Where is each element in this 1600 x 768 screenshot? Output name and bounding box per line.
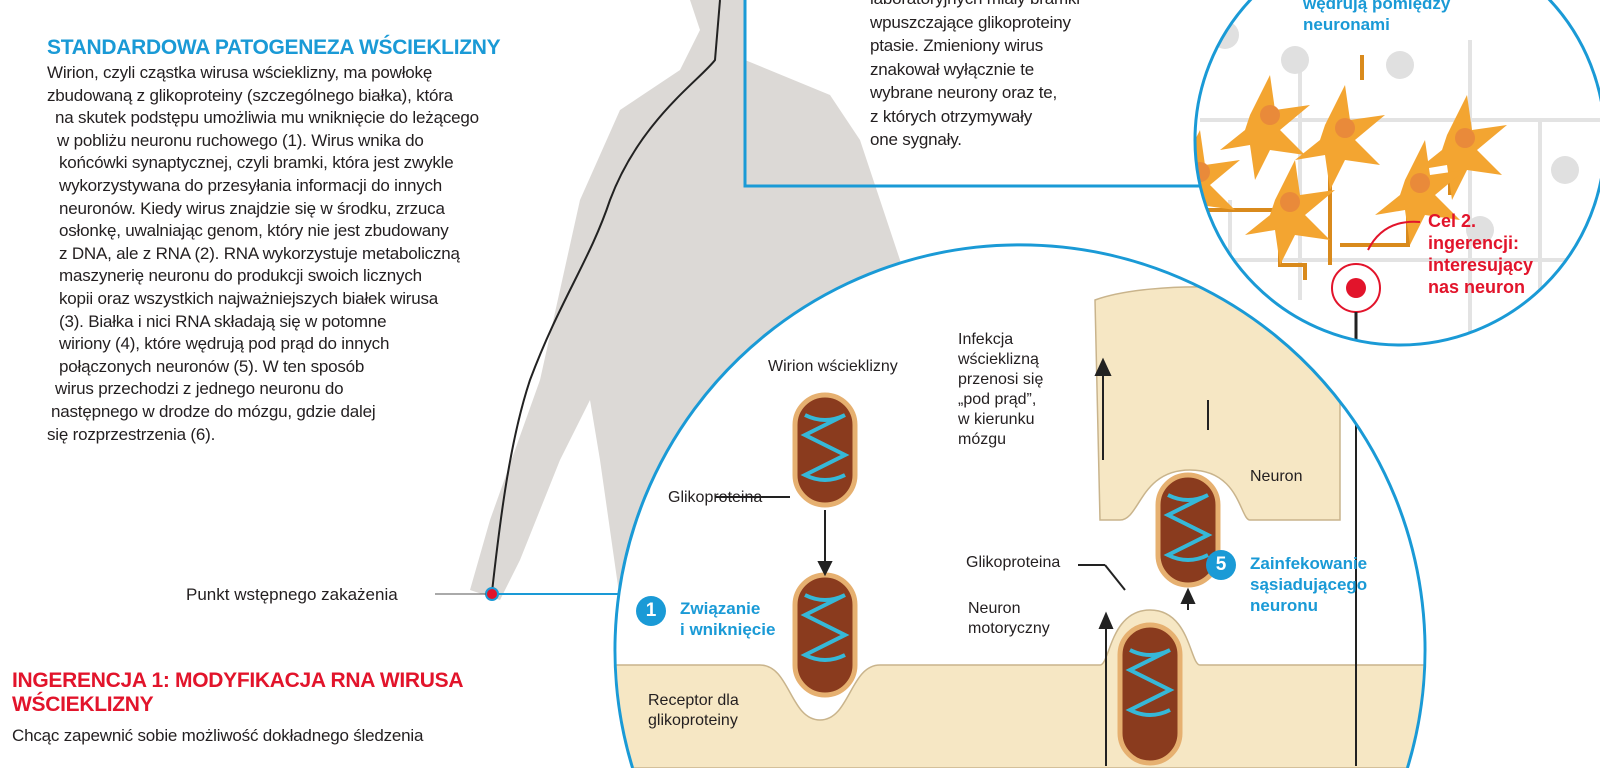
text-line: na skutek podstępu umożliwia mu wniknięc… — [55, 108, 479, 128]
text-line: one sygnały. — [870, 130, 962, 149]
target-neuron — [1346, 278, 1366, 298]
text-line: interesujący — [1428, 255, 1534, 275]
top-box-text: laboratoryjnych miały bramki wpuszczając… — [870, 0, 1080, 152]
text-line: Cel 2. — [1428, 211, 1477, 231]
text-line: osłonkę, uwalniając genom, który nie jes… — [59, 221, 449, 241]
text-line: sąsiadującego — [1250, 575, 1368, 594]
human-silhouette — [470, 0, 960, 640]
text-line: wędrują pomiędzy — [1303, 0, 1451, 13]
text-line: wykorzystywana do przesyłania informacji… — [59, 175, 443, 195]
glikoproteina-left-label: Glikoproteina — [668, 489, 763, 506]
text-line: neuronami — [1303, 15, 1390, 34]
text-line: następnego w drodze do mózgu, gdzie dale… — [51, 401, 376, 421]
text-line: wścieklizną — [958, 351, 1039, 368]
nerve-path — [491, 0, 721, 593]
text-line: ingerencji: — [1428, 233, 1520, 253]
virion-1 — [792, 392, 858, 508]
text-line: wpuszczające glikoproteiny — [870, 12, 1071, 32]
text-line: neuronu — [1250, 596, 1318, 615]
text-line: w kierunku — [958, 411, 1035, 428]
text-line: i wniknięcie — [680, 620, 776, 639]
text-line: przenosi się — [958, 371, 1044, 388]
step-5-badge: 5 — [1206, 550, 1236, 580]
top-circle-title: wędrują pomiędzy neuronami — [1303, 0, 1450, 35]
text-line: „pod prąd”, — [958, 391, 1037, 408]
virion-4 — [1155, 472, 1221, 588]
text-line: w pobliżu neuronu ruchowego (1). Wirus w… — [57, 130, 424, 150]
text-line: się rozprzestrzenia (6). — [47, 424, 216, 444]
target-neuron-label: Cel 2. ingerencji: interesujący nas neur… — [1428, 210, 1533, 298]
text-line: z których otrzymywały — [870, 106, 1033, 126]
text-line: kopii oraz wszystkich najważniejszych bi… — [59, 288, 439, 308]
text-line: ptasie. Zmieniony wirus — [870, 36, 1044, 55]
text-line: Związanie — [680, 599, 761, 618]
infection-point-marker — [485, 587, 499, 601]
motor-neuron-label: Neuron motoryczny — [968, 599, 1050, 639]
virion-3 — [1117, 622, 1183, 766]
neuron-label: Neuron — [1250, 468, 1303, 485]
text-line: wybrane neurony oraz te, — [870, 83, 1058, 102]
motor-neuron-membrane — [615, 609, 1426, 768]
text-line: końcówki synaptycznej, czyli bramki, któ… — [59, 153, 454, 173]
text-line: laboratoryjnych miały bramki — [870, 0, 1080, 11]
text-line: Zainfekowanie — [1250, 554, 1368, 573]
standard-heading: STANDARDOWA PATOGENEZA WŚCIEKLIZNY — [47, 36, 501, 59]
text-line: nas neuron — [1428, 277, 1526, 297]
standard-body: Wirion, czyli cząstka wirusa wścieklizny… — [47, 62, 479, 446]
text-line: wiriony (4), które wędrują pod prąd do i… — [59, 334, 390, 354]
text-line: połączonych neuronów (5). W ten sposób — [59, 356, 365, 376]
infection-direction-label: Infekcja wścieklizną przenosi się „pod p… — [958, 330, 1043, 450]
text-line: (3). Białka i nici RNA składają się w po… — [59, 311, 387, 331]
intervention1-body: Chcąc zapewnić sobie możliwość dokładneg… — [12, 726, 424, 745]
text-line: neuronów. Kiedy wirus znajdzie się w śro… — [59, 198, 445, 218]
virion-2 — [792, 572, 858, 698]
receptor-label: Receptor dla glikoproteiny — [648, 691, 739, 731]
text-line: zbudowaną z glikoproteiny (szczególnego … — [47, 85, 453, 105]
detail-zoom-circle — [613, 243, 1427, 768]
wirion-label: Wirion wścieklizny — [768, 358, 898, 375]
text-line: motoryczny — [968, 620, 1050, 637]
step-1-badge: 1 — [636, 596, 666, 626]
step-1-label: Związanie i wniknięcie — [680, 598, 775, 640]
text-line: Wirion, czyli cząstka wirusa wścieklizny… — [47, 63, 433, 82]
intervention1-heading: INGERENCJA 1: MODYFIKACJA RNA WIRUSA WŚC… — [12, 669, 463, 716]
text-line: glikoproteiny — [648, 712, 738, 729]
text-line: mózgu — [958, 431, 1007, 448]
top-zoom-circle — [1193, 0, 1600, 347]
text-line: znakował wyłącznie te — [870, 59, 1034, 79]
glikoproteina-right-label: Glikoproteina — [966, 554, 1061, 571]
text-line: Neuron — [968, 600, 1021, 617]
text-line: Receptor dla — [648, 692, 739, 709]
top-text-box — [743, 0, 1215, 188]
arrows — [715, 320, 1357, 766]
text-line: wirus przechodzi z jednego neuronu do — [55, 379, 344, 399]
text-line: z DNA, ale z RNA (2). RNA wykorzystuje m… — [59, 243, 460, 263]
infection-point-label: Punkt wstępnego zakażenia — [186, 585, 398, 604]
text-line: maszynerię neuronu do produkcji swoich l… — [59, 266, 422, 286]
text-line: Infekcja — [958, 331, 1014, 348]
step-5-label: Zainfekowanie sąsiadującego neuronu — [1250, 553, 1367, 616]
